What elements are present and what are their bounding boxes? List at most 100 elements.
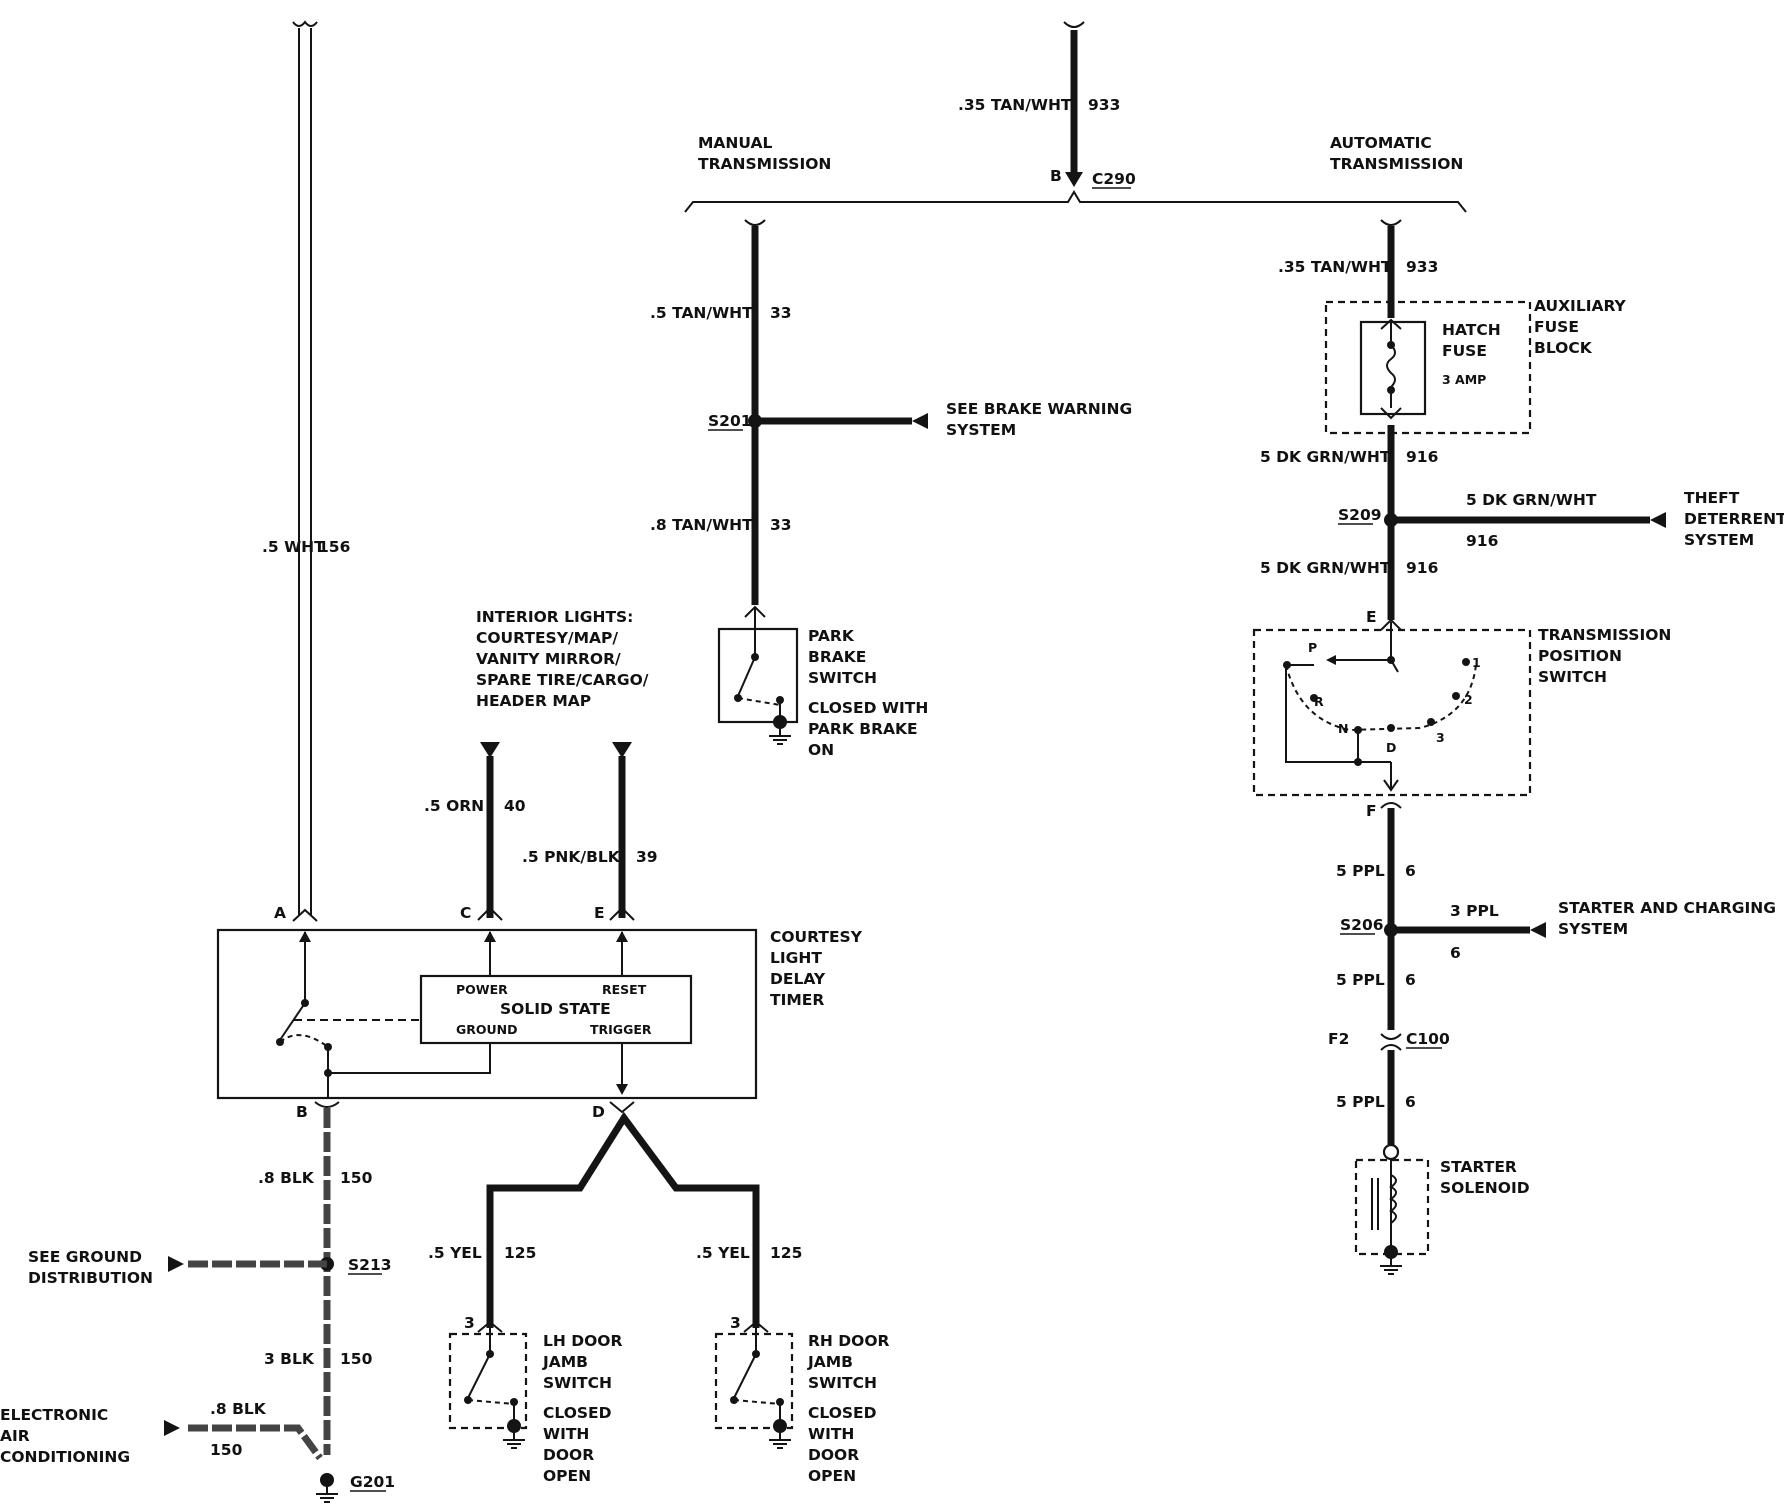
park-brake-switch-box [717,627,799,724]
timer-solid-state: SOLID STATE [500,1000,611,1018]
wire-39-circuit: 39 [636,848,658,866]
wire-40-gauge: .5 ORN [424,797,484,815]
lh-door-jamb-switch [448,1332,528,1430]
lh-pin: 3 [464,1314,475,1332]
wire-150-ac-circuit: 150 [210,1441,243,1459]
pos-n: N [1338,721,1348,736]
wire-33-upper-gauge: .5 TAN/WHT [650,304,753,322]
wire-933-circuit: 933 [1406,258,1438,276]
interior-lights-label: INTERIOR LIGHTS:COURTESY/MAP/VANITY MIRR… [476,608,649,710]
s209-label: S209 [1338,506,1382,524]
pos-3: 3 [1436,730,1445,745]
c290-pin: B [1050,167,1062,185]
interior-lights-group: INTERIOR LIGHTS:COURTESY/MAP/VANITY MIRR… [424,608,658,921]
wire-125-rh-gauge: .5 YEL [696,1244,750,1262]
rh-pin: 3 [730,1314,741,1332]
hatch-fuse [1359,320,1427,416]
pos-2: 2 [1464,692,1473,707]
wire-156: .5 WHT 156 [262,20,350,922]
rh-door-jamb-switch [714,1332,794,1430]
wire-125-lh-gauge: .5 YEL [428,1244,482,1262]
timer-reset: RESET [602,982,647,997]
trans-pin-e: E [1366,608,1377,626]
timer-power: POWER [456,982,508,997]
wire-150-ac-gauge: .8 BLK [210,1400,267,1418]
timer-trigger: TRIGGER [590,1022,652,1037]
wire-916-b-gauge: 5 DK GRN/WHT [1260,559,1391,577]
wire-125-lh-circuit: 125 [504,1244,536,1262]
wire-916-a-circuit: 916 [1406,448,1438,466]
hatch-fuse-rating: 3 AMP [1442,372,1486,387]
g201-label: G201 [350,1473,395,1491]
wire-933-gauge: .35 TAN/WHT [1278,258,1392,276]
wire-150-a-gauge: .8 BLK [258,1169,315,1187]
wire-125-rh-circuit: 125 [770,1244,802,1262]
s201-label: S201 [708,412,752,430]
pin-c: C [460,904,471,922]
c100-label: C100 [1406,1030,1450,1048]
wire-150-a-circuit: 150 [340,1169,373,1187]
wire-39-gauge: .5 PNK/BLK [522,848,621,866]
feed-933: .35 TAN/WHT 933 B C290 [958,21,1136,189]
wire-33-lower-circuit: 33 [770,516,792,534]
pos-p: P [1308,640,1317,655]
pin-a: A [274,904,286,922]
s206-label: S206 [1340,916,1384,934]
pin-b: B [296,1103,308,1121]
wire-156-circuit: 156 [318,538,350,556]
wire-33-upper-circuit: 33 [770,304,792,322]
wire-6-c-gauge: 5 PPL [1336,1093,1385,1111]
wire-6-starter-gauge: 3 PPL [1450,902,1499,920]
pos-r: R [1314,694,1324,709]
wire-150-b-circuit: 150 [340,1350,373,1368]
wire-150-b-gauge: 3 BLK [264,1350,315,1368]
auxiliary-fuse-block [1324,300,1532,435]
wire-6-a-circuit: 6 [1405,862,1416,880]
pin-e: E [594,904,605,922]
wire-916-theft-circuit: 916 [1466,532,1498,550]
wire-6-starter-circuit: 6 [1450,944,1461,962]
wire-6-c-circuit: 6 [1405,1093,1416,1111]
wire-916-theft-gauge: 5 DK GRN/WHT [1466,491,1597,509]
wire-156-gauge: .5 WHT [262,538,325,556]
pos-d: D [1386,740,1396,755]
timer-ground: GROUND [456,1022,518,1037]
c100-pin: F2 [1328,1030,1349,1048]
wire-916-a-gauge: 5 DK GRN/WHT [1260,448,1391,466]
c290-label: C290 [1092,170,1136,188]
wire-6-a-gauge: 5 PPL [1336,862,1385,880]
pos-1: 1 [1472,655,1481,670]
wire-6-b-gauge: 5 PPL [1336,971,1385,989]
s213-label: S213 [348,1256,392,1274]
wire-6-b-circuit: 6 [1405,971,1416,989]
trans-pin-f: F [1366,802,1377,820]
wire-33-lower-gauge: .8 TAN/WHT [650,516,753,534]
courtesy-light-delay-timer: A C E B D POWER RESET SOLID STATE GROUND… [216,904,863,1121]
pin-d: D [592,1103,605,1121]
wire-916-b-circuit: 916 [1406,559,1438,577]
